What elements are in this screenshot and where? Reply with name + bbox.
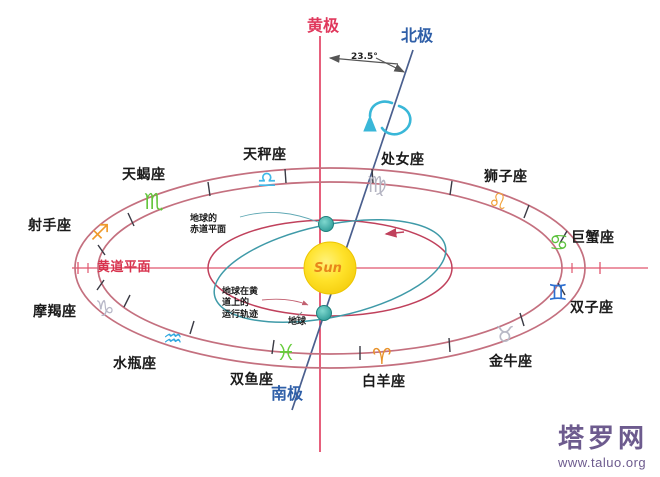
sun-label: Sun [314, 261, 342, 276]
zodiac-glyph-3-icon: ♑ [95, 297, 115, 322]
zodiac-label-6: 白羊座 [362, 375, 406, 389]
zodiac-label-4: 水瓶座 [113, 357, 157, 371]
zodiac-name: 摩羯座 [33, 304, 77, 320]
zodiac-label-9: 巨蟹座 [571, 231, 615, 245]
zodiac-label-0: 天秤座 [243, 148, 287, 162]
zodiac-label-7: 金牛座 [489, 355, 533, 369]
zodiac-glyph-6-icon: ♈ [372, 345, 392, 370]
annotation-leaders [239, 211, 319, 319]
zodiac-label-11: 处女座 [381, 153, 425, 167]
zodiac-name: 巨蟹座 [571, 230, 615, 246]
orbit-path-note-line3: 运行轨迹 [222, 309, 259, 320]
earth-rotation-axis [291, 49, 414, 411]
zodiac-label-1: 天蝎座 [122, 168, 166, 182]
zodiac-label-3: 摩羯座 [33, 305, 77, 319]
zodiac-label-10: 狮子座 [484, 170, 528, 184]
zodiac-glyph-7-icon: ♉ [495, 323, 515, 348]
zodiac-glyph-8-icon: ♊ [548, 281, 568, 306]
watermark: 塔罗网 www.taluo.org [558, 418, 648, 470]
ecliptic-line-ticks [87, 263, 573, 273]
earth-label: 地球 [288, 317, 307, 327]
orbit-path-note: 地球在黄 道上的 运行轨迹 [222, 287, 258, 321]
zodiac-name: 白羊座 [362, 374, 406, 390]
orbit-path-note-line1: 地球在黄 [222, 287, 259, 297]
sun [303, 241, 357, 295]
tilt-angle-indicator [328, 54, 406, 73]
zodiac-glyph-0-icon: ♎ [257, 168, 277, 193]
south-pole-label: 南极 [271, 384, 304, 403]
zodiac-name: 射手座 [28, 218, 72, 234]
tilt-angle-label: 23.5° [351, 52, 378, 62]
zodiac-sector-dividers [96, 168, 568, 360]
zodiac-glyph-4-icon: ♒ [163, 327, 183, 352]
zodiac-label-2: 射手座 [28, 219, 72, 233]
zodiac-glyph-5-icon: ♓ [276, 341, 296, 366]
ecliptic-plane-label: 黄道平面 [97, 260, 152, 275]
orbit-path-note-line2: 道上的 [222, 298, 250, 309]
zodiac-glyph-2-icon: ♐ [90, 221, 110, 246]
zodiac-glyph-9-icon: ♋ [549, 231, 569, 256]
watermark-site-name: 塔罗网 [557, 424, 648, 454]
zodiac-name: 水瓶座 [113, 356, 157, 372]
equatorial-plane-note: 地球的 赤道平面 [190, 214, 226, 237]
zodiac-name: 双子座 [570, 300, 614, 316]
earth-position-near [316, 305, 332, 321]
watermark-url: www.taluo.org [557, 455, 647, 470]
zodiac-band [74, 167, 586, 369]
ecliptic-plane-line [72, 262, 648, 274]
earth-position-far [318, 216, 334, 232]
zodiac-name: 双鱼座 [230, 372, 274, 388]
zodiac-label-5: 双鱼座 [230, 373, 274, 387]
equatorial-plane-note-line1: 地球的 [190, 214, 218, 224]
zodiac-glyph-1-icon: ♏ [144, 190, 164, 215]
equatorial-plane-note-line2: 赤道平面 [190, 225, 227, 236]
zodiac-name: 天秤座 [243, 147, 287, 163]
zodiac-name: 狮子座 [484, 169, 528, 185]
rotation-direction-icon [363, 100, 412, 136]
zodiac-name: 处女座 [381, 152, 425, 168]
zodiac-label-8: 双子座 [570, 301, 614, 315]
zodiac-name: 金牛座 [489, 354, 533, 370]
zodiac-glyph-10-icon: ♌ [488, 190, 508, 215]
north-pole-label: 北极 [401, 26, 434, 45]
zodiac-name: 天蝎座 [122, 167, 166, 183]
ecliptic-pole-label: 黄极 [307, 16, 340, 35]
zodiac-glyph-11-icon: ♍ [367, 173, 387, 198]
